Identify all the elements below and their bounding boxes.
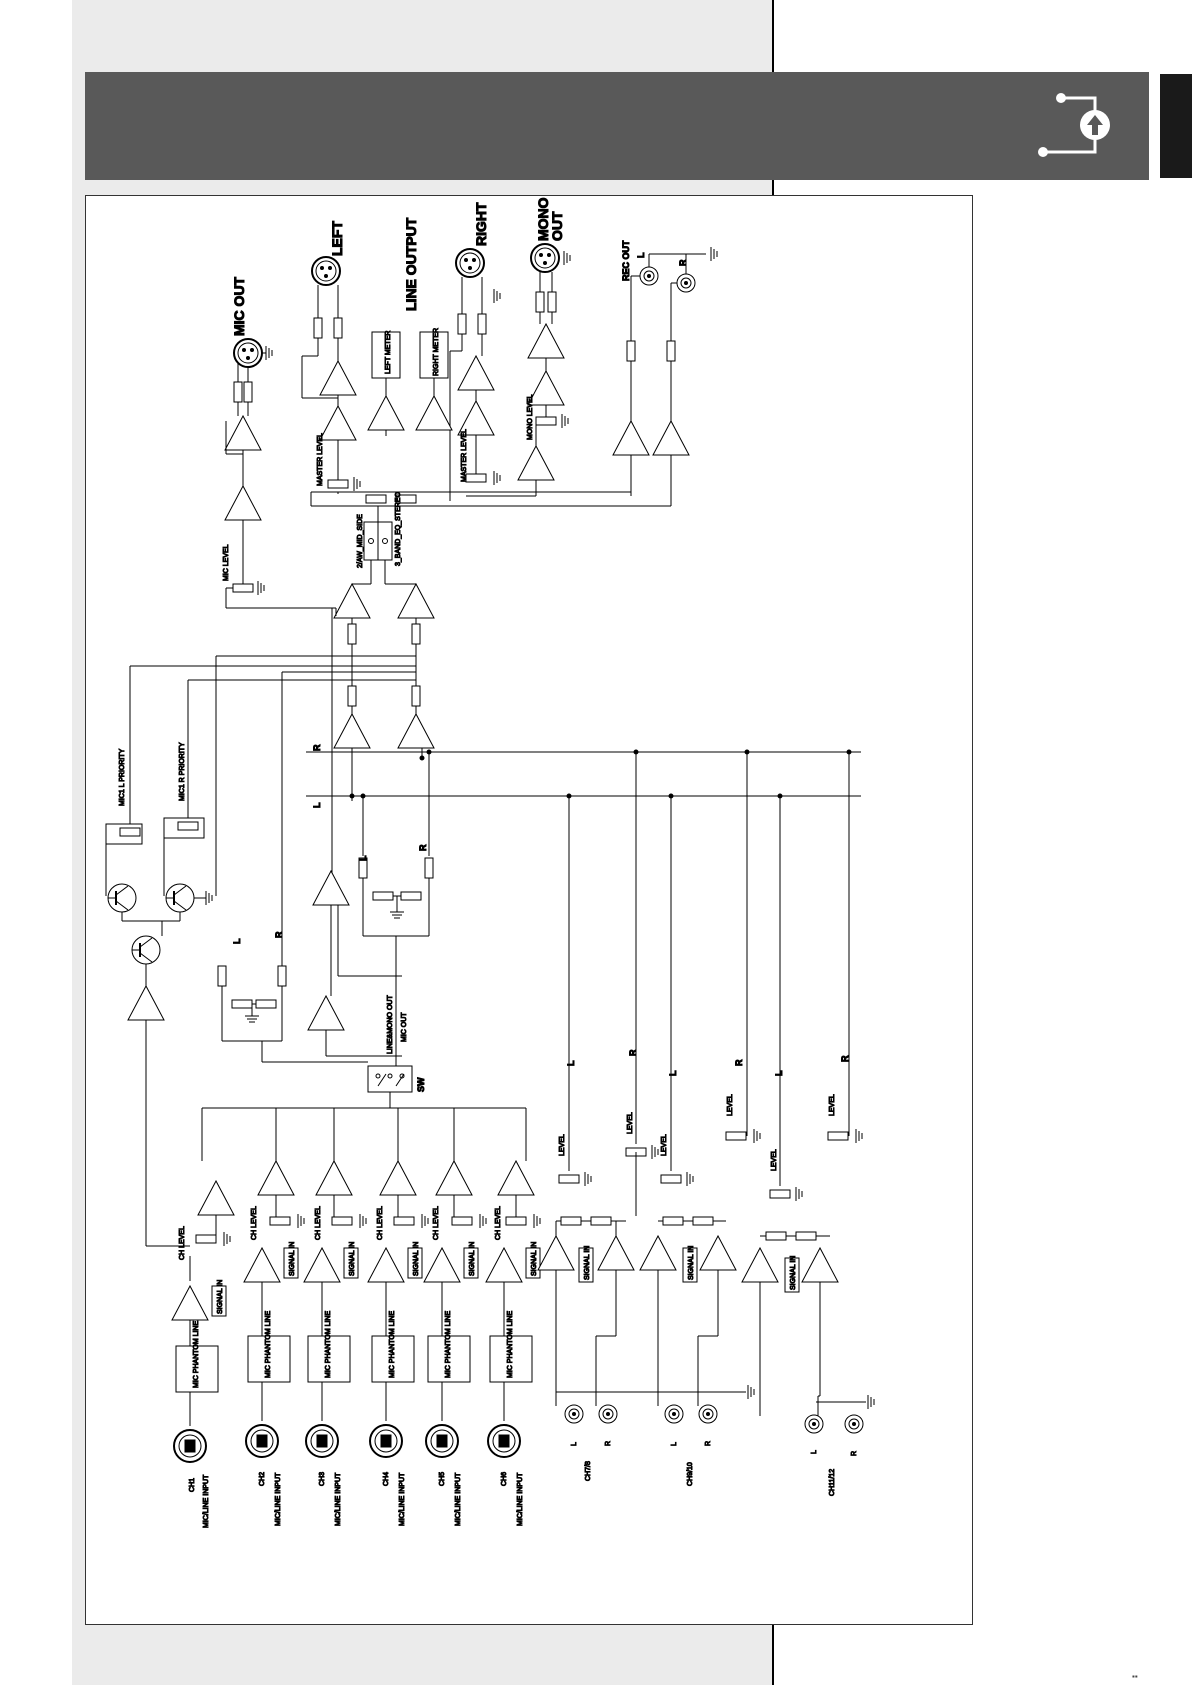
label-mic-line-input-1: MIC/LINE INPUT xyxy=(203,1474,210,1528)
label-ch-level-3: CH LEVEL xyxy=(315,1206,322,1240)
label-ch-level-6: CH LEVEL xyxy=(495,1206,502,1240)
label-rec-out: REC OUT xyxy=(621,240,631,281)
label-master-level-l: MASTER LEVEL xyxy=(317,433,324,486)
label-right: RIGHT xyxy=(473,202,489,246)
label-mic-line-input-5: MIC/LINE INPUT xyxy=(455,1472,462,1526)
label-mic-phantom-line-6: MIC PHANTOM LINE xyxy=(507,1311,514,1378)
label-ch78-r: R xyxy=(628,1049,638,1056)
label-mono-l: L xyxy=(358,855,368,861)
label-level-78: LEVEL xyxy=(559,1134,566,1156)
label-ch5: CH5 xyxy=(439,1472,446,1486)
label-signal-in-78: SIGNAL IN xyxy=(584,1246,591,1280)
label-mic-out-small: MIC OUT xyxy=(401,1012,408,1042)
label-signal-in-1112: SIGNAL IN xyxy=(790,1256,797,1290)
label-mic-phantom-line-1: MIC PHANTOM LINE xyxy=(193,1321,200,1388)
label-right-meter: RIGHT METER xyxy=(433,328,440,376)
label-signal-in-3: SIGNAL IN xyxy=(349,1242,356,1276)
label-ch4: CH4 xyxy=(383,1472,390,1486)
label-rec-r: R xyxy=(678,259,688,266)
label-level-1112r: LEVEL xyxy=(829,1094,836,1116)
label-signal-in-2: SIGNAL IN xyxy=(289,1242,296,1276)
label-ch1112-r: R xyxy=(840,1055,850,1062)
label-ch910-r: R xyxy=(734,1059,744,1066)
label-ch-level-4: CH LEVEL xyxy=(377,1206,384,1240)
label-ch1112-rca-l: L xyxy=(811,1450,818,1454)
label-ch1112-l: L xyxy=(774,1070,784,1076)
label-ch1112-rca-r: R xyxy=(851,1451,858,1456)
label-ch910-rca-l: L xyxy=(671,1442,678,1446)
label-ch1: CH1 xyxy=(189,1478,196,1492)
label-ch6: CH6 xyxy=(501,1472,508,1486)
label-ch-level-5: CH LEVEL xyxy=(433,1206,440,1240)
label-left-meter: LEFT METER xyxy=(385,331,392,374)
label-level-78r: LEVEL xyxy=(627,1112,634,1134)
label-ch-level-1: CH LEVEL xyxy=(179,1226,186,1260)
label-line-output: LINE OUTPUT xyxy=(403,217,419,311)
label-bus-r: R xyxy=(312,744,322,751)
label-ch1112: CH11/12 xyxy=(829,1469,836,1496)
label-ch2: CH2 xyxy=(259,1472,266,1486)
label-sw: SW xyxy=(416,1077,426,1092)
label-left: LEFT xyxy=(329,221,345,256)
label-level-1112: LEVEL xyxy=(771,1149,778,1171)
label-mic-line-input-2: MIC/LINE INPUT xyxy=(275,1472,282,1526)
header-bar xyxy=(85,72,1149,180)
label-mic1-r-priority: MIC1 R PRIORITY xyxy=(179,742,186,801)
label-ch910: CH9/10 xyxy=(687,1462,694,1486)
page-marker: ▪▪ xyxy=(1132,1672,1138,1681)
block-diagram: MIC OUT LEFT LINE OUTPUT RIGHT MONO OUT … xyxy=(85,195,973,1625)
label-bus-l: L xyxy=(312,802,322,808)
label-level-910r: LEVEL xyxy=(727,1094,734,1116)
label-signal-in-910: SIGNAL IN xyxy=(688,1246,695,1280)
label-mic-line-input-6: MIC/LINE INPUT xyxy=(517,1472,524,1526)
label-mic-phantom-line-4: MIC PHANTOM LINE xyxy=(389,1311,396,1378)
label-mic-line-input-4: MIC/LINE INPUT xyxy=(399,1472,406,1526)
label-ch3: CH3 xyxy=(319,1472,326,1486)
label-rec-l: L xyxy=(636,252,646,258)
label-ch78-rca-r: R xyxy=(605,1441,612,1446)
label-mono-r: R xyxy=(418,844,428,851)
label-3band: 3_BAND_EQ_STEREO xyxy=(395,492,402,566)
label-ch910-rca-r: R xyxy=(705,1441,712,1446)
label-ch1-l: L xyxy=(232,938,242,944)
label-mic-out: MIC OUT xyxy=(231,276,247,336)
section-tab xyxy=(1160,74,1192,178)
label-level-910: LEVEL xyxy=(661,1134,668,1156)
label-mid-side: 2/AW_MID_SIDE xyxy=(357,514,364,568)
label-ch78-l: L xyxy=(566,1060,576,1066)
label-signal-in-1: SIGNAL IN xyxy=(217,1280,224,1314)
label-mic-phantom-line-3: MIC PHANTOM LINE xyxy=(325,1311,332,1378)
label-ch1-r: R xyxy=(274,931,284,938)
label-mic-phantom-line-5: MIC PHANTOM LINE xyxy=(445,1311,452,1378)
label-ch78-rca-l: L xyxy=(571,1442,578,1446)
label-ch910-l: L xyxy=(668,1070,678,1076)
label-signal-in-4: SIGNAL IN xyxy=(413,1242,420,1276)
label-mic1-l-priority: MIC1 L PRIORITY xyxy=(119,748,126,806)
label-signal-in-5: SIGNAL IN xyxy=(469,1242,476,1276)
label-mic-line-input-3: MIC/LINE INPUT xyxy=(335,1472,342,1526)
label-master-level-r: MASTER LEVEL xyxy=(461,429,468,482)
label-mic-phantom-line-2: MIC PHANTOM LINE xyxy=(265,1311,272,1378)
label-mic-level: MIC LEVEL xyxy=(223,544,230,581)
label-mono-level: MONO LEVEL xyxy=(527,394,534,440)
label-out: OUT xyxy=(549,211,565,241)
label-ch78: CH7/8 xyxy=(585,1461,592,1481)
label-line-mono-out: LINE&MONO OUT xyxy=(387,995,394,1054)
label-mono: MONO xyxy=(535,197,551,241)
label-signal-in-6: SIGNAL IN xyxy=(531,1242,538,1276)
label-ch-level-2: CH LEVEL xyxy=(251,1206,258,1240)
connector-icon xyxy=(1038,93,1110,157)
